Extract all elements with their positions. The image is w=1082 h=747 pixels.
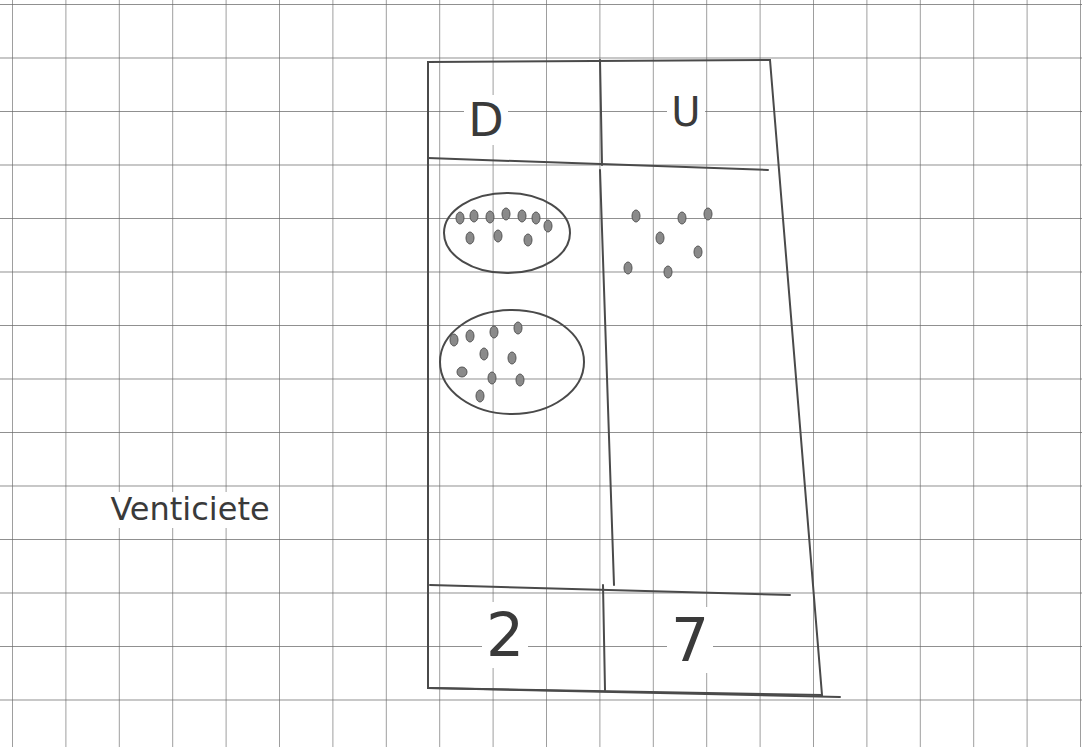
column-header: U: [667, 90, 704, 134]
total-divider: [603, 585, 605, 690]
counting-dots: [450, 208, 712, 402]
total-line: [430, 585, 790, 595]
column-header: D: [464, 95, 507, 146]
table-outline: [428, 60, 822, 695]
header-divider: [600, 60, 602, 165]
column-divider: [600, 170, 614, 585]
units-digit: 7: [667, 607, 713, 673]
place-value-table: [428, 60, 840, 697]
ten-group: [444, 193, 570, 273]
ten-group: [440, 310, 584, 414]
number-word: Venticiete: [106, 492, 273, 527]
header-line: [428, 158, 768, 170]
tens-digit: 2: [482, 602, 528, 668]
bottom-line: [430, 688, 840, 697]
